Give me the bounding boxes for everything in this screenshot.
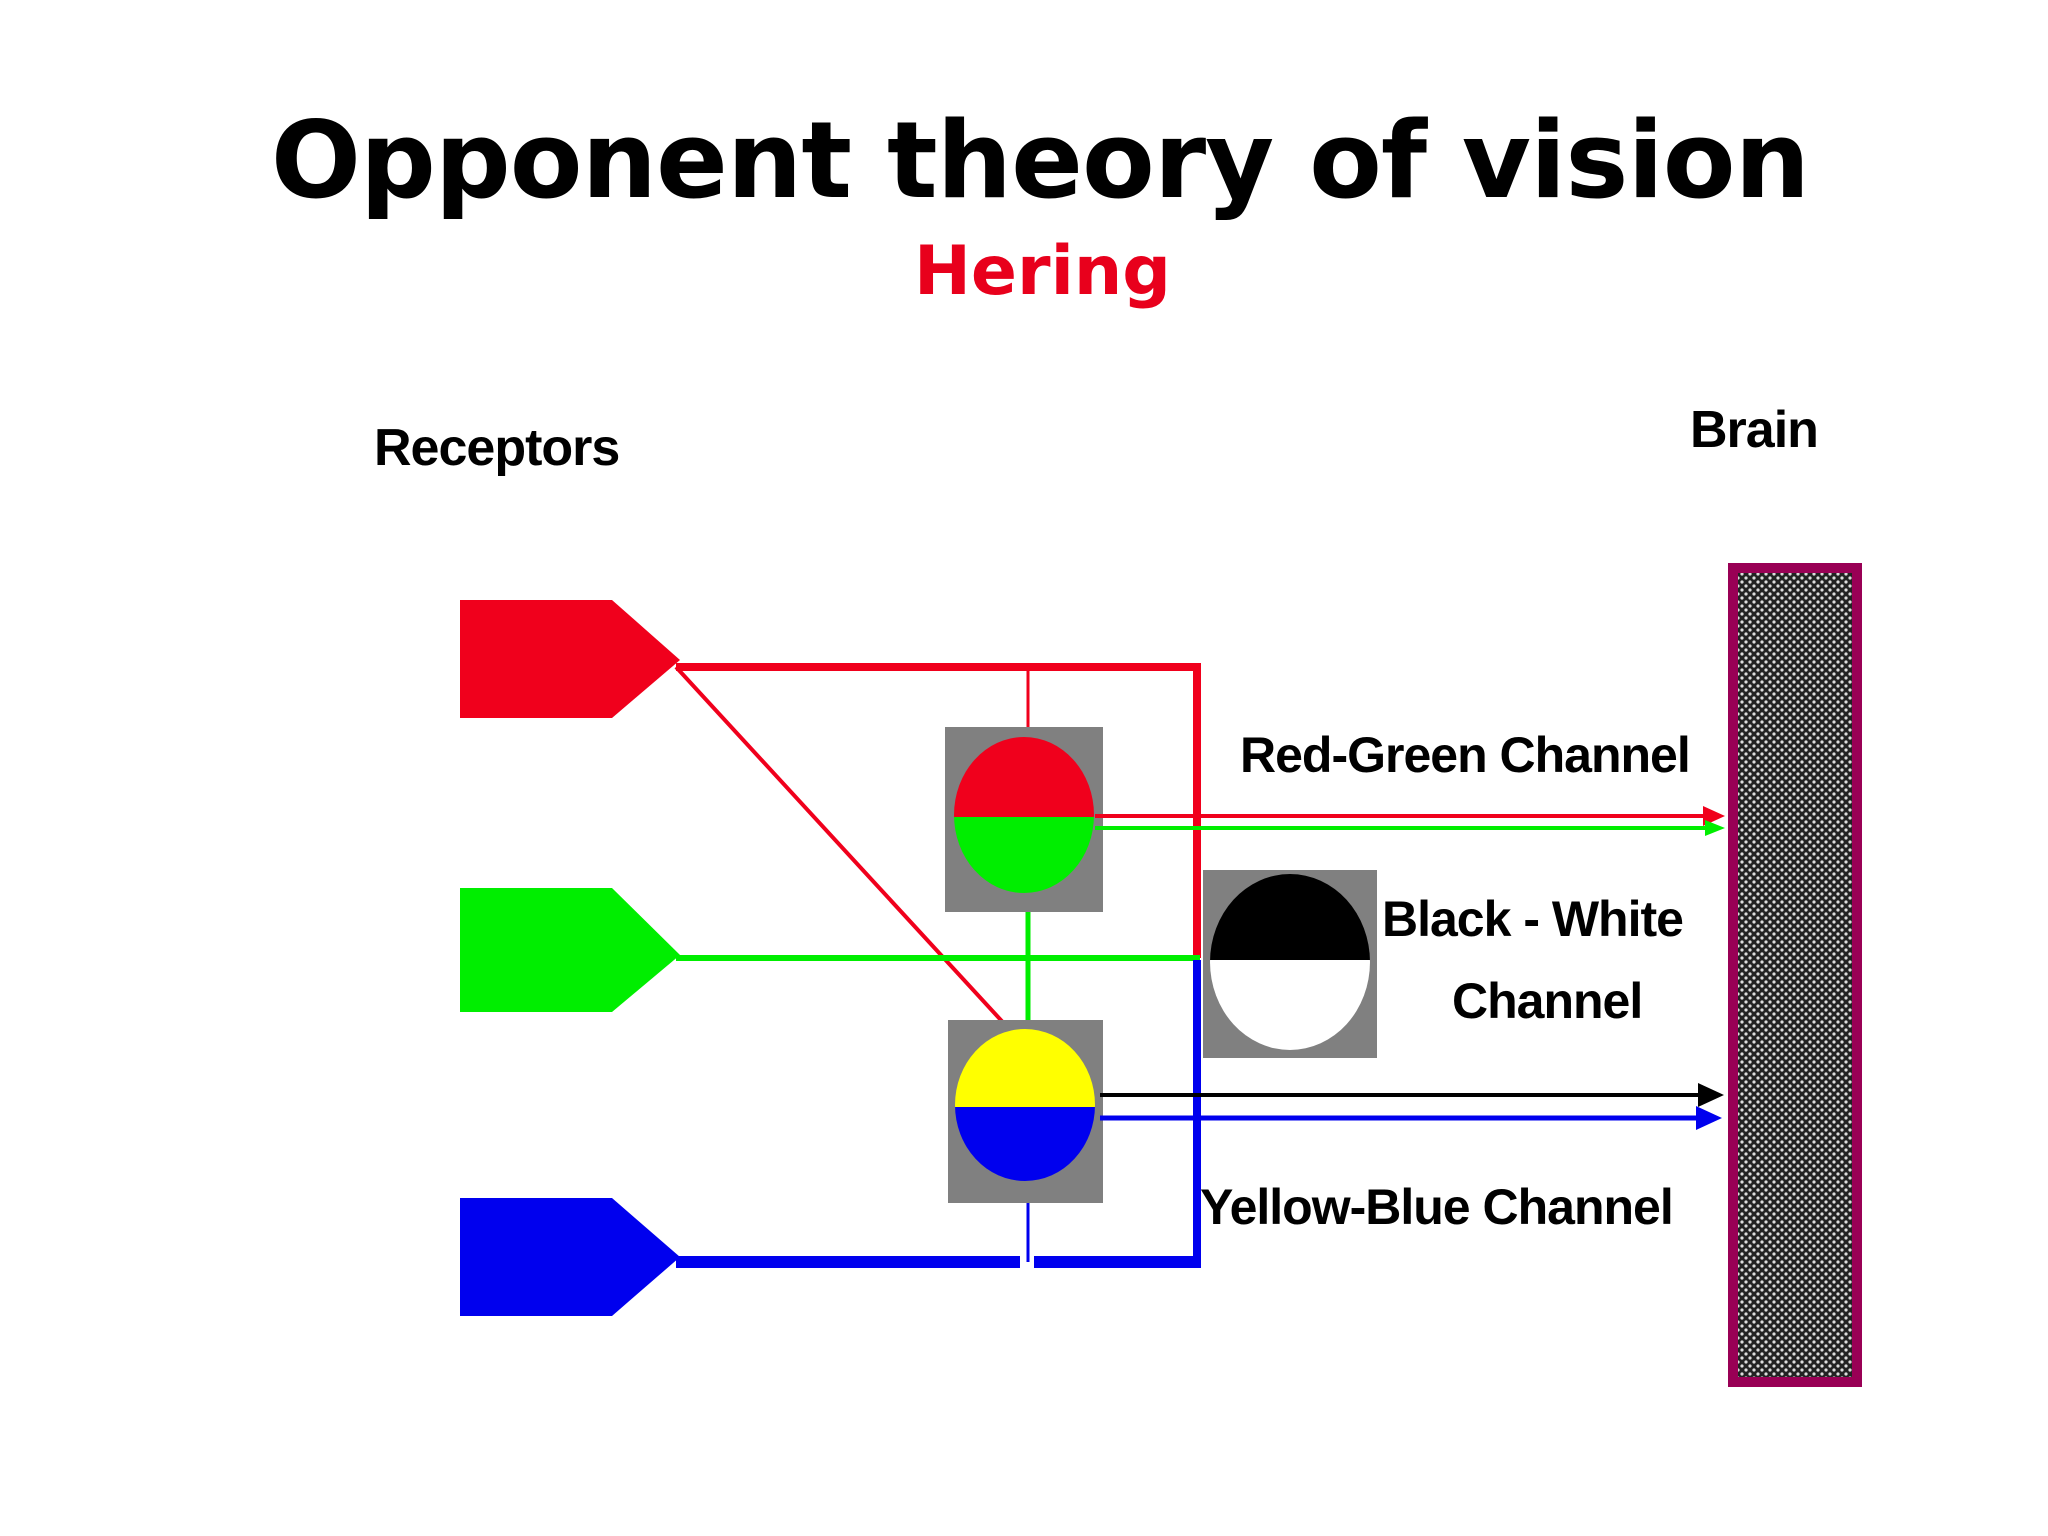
brain-block [1728, 563, 1862, 1387]
page-title: Opponent theory of vision [270, 99, 1810, 222]
black-white-cell [1203, 870, 1377, 1058]
receptors-label: Receptors [374, 419, 620, 477]
black-white-channel-label-line1: Black - White [1382, 891, 1684, 947]
red-green-output-arrows [1095, 806, 1725, 836]
yellow-blue-channel-label: Yellow-Blue Channel [1200, 1179, 1674, 1235]
red-pathways [674, 663, 1201, 1032]
red-green-channel-label: Red-Green Channel [1240, 727, 1691, 783]
blue-pathways [676, 960, 1201, 1268]
brain-label: Brain [1690, 401, 1819, 459]
subtitle: Hering [914, 232, 1171, 311]
blue-receptor [460, 1198, 680, 1316]
green-pathways [676, 890, 1200, 1028]
black-white-channel-label-line2: Channel [1452, 973, 1643, 1029]
red-green-cell [945, 727, 1103, 912]
green-receptor [460, 888, 680, 1012]
yellow-blue-output-arrows [1100, 1083, 1724, 1130]
yellow-blue-cell [948, 1020, 1103, 1203]
red-receptor [460, 600, 680, 718]
